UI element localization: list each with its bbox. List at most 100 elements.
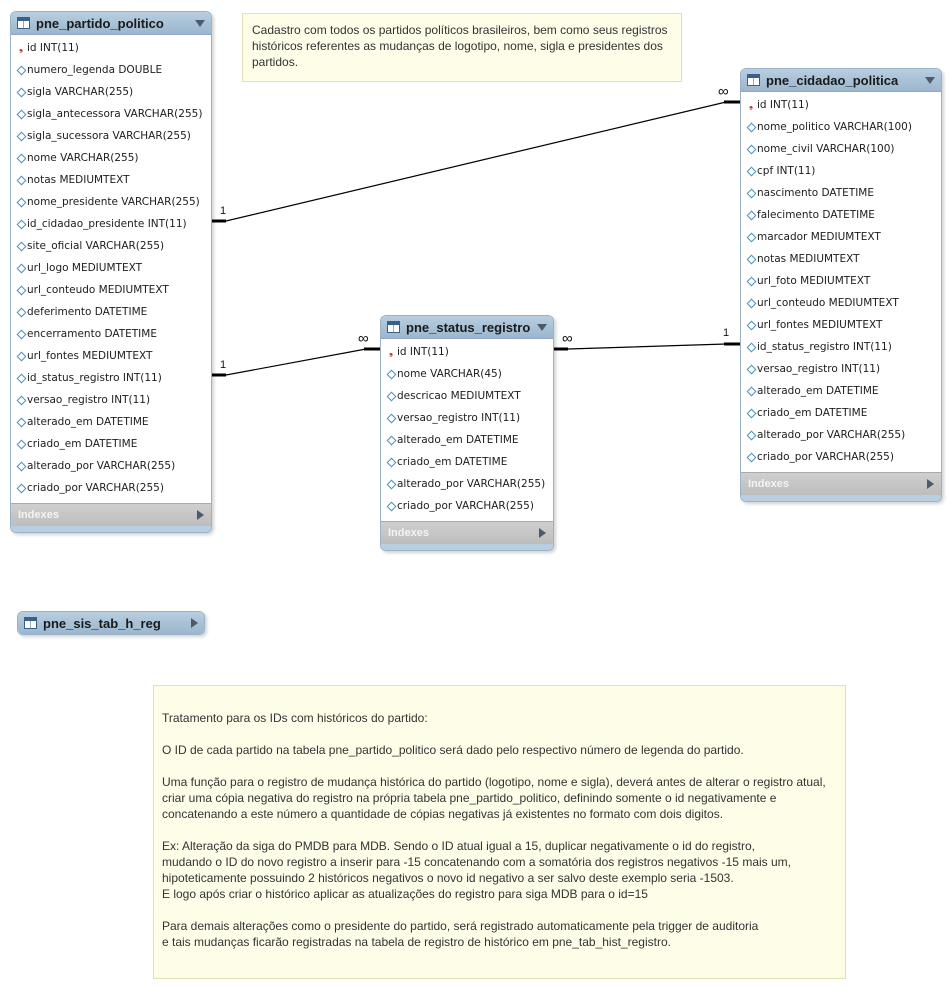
table-column[interactable]: falecimento DATETIME: [741, 204, 941, 226]
expand-arrow-icon[interactable]: [197, 510, 204, 520]
note-paragraph: Para demais alterações como o presidente…: [162, 919, 759, 949]
table-column[interactable]: url_conteudo MEDIUMTEXT: [741, 292, 941, 314]
table-column[interactable]: site_oficial VARCHAR(255): [11, 235, 211, 257]
indexes-section[interactable]: Indexes: [11, 503, 211, 526]
table-column[interactable]: alterado_em DATETIME: [381, 429, 553, 451]
collapse-arrow-icon[interactable]: [195, 19, 205, 27]
table-footer: [741, 495, 941, 501]
column-definition: alterado_em DATETIME: [757, 385, 879, 397]
table-column[interactable]: url_fontes MEDIUMTEXT: [741, 314, 941, 336]
table-header[interactable]: pne_cidadao_politica: [741, 69, 941, 92]
table-column[interactable]: encerramento DATETIME: [11, 323, 211, 345]
table-column[interactable]: id_cidadao_presidente INT(11): [11, 213, 211, 235]
collapse-arrow-icon[interactable]: [925, 76, 935, 84]
column-definition: numero_legenda DOUBLE: [27, 64, 163, 76]
column-diamond-icon: [16, 417, 26, 427]
table-column[interactable]: criado_em DATETIME: [11, 433, 211, 455]
table-column[interactable]: url_foto MEDIUMTEXT: [741, 270, 941, 292]
column-diamond-icon: [746, 386, 756, 396]
table-column[interactable]: criado_por VARCHAR(255): [741, 446, 941, 468]
column-diamond-icon: [16, 219, 26, 229]
table-column[interactable]: url_logo MEDIUMTEXT: [11, 257, 211, 279]
table-column[interactable]: alterado_por VARCHAR(255): [381, 473, 553, 495]
column-diamond-icon: [16, 263, 26, 273]
table-pne-status-registro[interactable]: pne_status_registro ❟id INT(11) nome VARC…: [380, 315, 554, 551]
table-header[interactable]: pne_sis_tab_h_reg: [18, 612, 204, 634]
column-definition: nome VARCHAR(45): [397, 368, 502, 380]
table-column[interactable]: nome VARCHAR(255): [11, 147, 211, 169]
table-header[interactable]: pne_partido_politico: [11, 12, 211, 35]
column-diamond-icon: [746, 210, 756, 220]
column-diamond-icon: [16, 483, 26, 493]
table-column[interactable]: numero_legenda DOUBLE: [11, 59, 211, 81]
table-column[interactable]: sigla_antecessora VARCHAR(255): [11, 103, 211, 125]
table-icon: [747, 74, 760, 86]
primary-key-column[interactable]: ❟id INT(11): [741, 94, 941, 116]
table-column[interactable]: criado_em DATETIME: [741, 402, 941, 424]
column-diamond-icon: [746, 232, 756, 242]
column-definition: versao_registro INT(11): [757, 363, 881, 375]
table-column[interactable]: criado_em DATETIME: [381, 451, 553, 473]
column-definition: nascimento DATETIME: [757, 187, 874, 199]
table-column[interactable]: deferimento DATETIME: [11, 301, 211, 323]
primary-key-column[interactable]: ❟id INT(11): [11, 37, 211, 59]
table-column[interactable]: nascimento DATETIME: [741, 182, 941, 204]
table-column[interactable]: url_conteudo MEDIUMTEXT: [11, 279, 211, 301]
note-top-text: Cadastro com todos os partidos políticos…: [252, 23, 668, 69]
table-column[interactable]: sigla_sucessora VARCHAR(255): [11, 125, 211, 147]
table-column[interactable]: id_status_registro INT(11): [11, 367, 211, 389]
table-pne-sis-tab-h-reg[interactable]: pne_sis_tab_h_reg: [17, 611, 205, 635]
table-column[interactable]: marcador MEDIUMTEXT: [741, 226, 941, 248]
indexes-section[interactable]: Indexes: [741, 472, 941, 495]
column-definition: id INT(11): [27, 42, 79, 54]
table-column[interactable]: nome VARCHAR(45): [381, 363, 553, 385]
indexes-section[interactable]: Indexes: [381, 521, 553, 544]
table-column[interactable]: id_status_registro INT(11): [741, 336, 941, 358]
expand-arrow-icon[interactable]: [539, 528, 546, 538]
column-diamond-icon: [16, 351, 26, 361]
note-bottom[interactable]: Tratamento para os IDs com históricos do…: [153, 685, 846, 979]
note-top[interactable]: Cadastro com todos os partidos políticos…: [242, 13, 682, 82]
table-column[interactable]: alterado_por VARCHAR(255): [741, 424, 941, 446]
column-diamond-icon: [746, 166, 756, 176]
table-column[interactable]: alterado_por VARCHAR(255): [11, 455, 211, 477]
table-column[interactable]: cpf INT(11): [741, 160, 941, 182]
table-column[interactable]: versao_registro INT(11): [741, 358, 941, 380]
table-column[interactable]: descricao MEDIUMTEXT: [381, 385, 553, 407]
expand-arrow-icon[interactable]: [927, 479, 934, 489]
primary-key-column[interactable]: ❟id INT(11): [381, 341, 553, 363]
table-column[interactable]: criado_por VARCHAR(255): [11, 477, 211, 499]
table-column[interactable]: alterado_em DATETIME: [11, 411, 211, 433]
column-definition: id INT(11): [757, 99, 809, 111]
table-pne-cidadao-politica[interactable]: pne_cidadao_politica ❟id INT(11)nome_pol…: [740, 68, 942, 502]
table-header[interactable]: pne_status_registro: [381, 316, 553, 339]
table-column[interactable]: alterado_em DATETIME: [741, 380, 941, 402]
table-column[interactable]: nome_presidente VARCHAR(255): [11, 191, 211, 213]
table-column[interactable]: nome_politico VARCHAR(100): [741, 116, 941, 138]
column-definition: url_fontes MEDIUMTEXT: [757, 319, 883, 331]
column-definition: url_conteudo MEDIUMTEXT: [27, 284, 169, 296]
indexes-label: Indexes: [748, 478, 789, 490]
column-definition: encerramento DATETIME: [27, 328, 157, 340]
table-column[interactable]: url_fontes MEDIUMTEXT: [11, 345, 211, 367]
column-diamond-icon: [386, 479, 396, 489]
table-column[interactable]: sigla VARCHAR(255): [11, 81, 211, 103]
column-definition: criado_em DATETIME: [757, 407, 868, 419]
note-paragraph: Ex: Alteração da siga do PMDB para MDB. …: [162, 839, 791, 901]
column-definition: nome VARCHAR(255): [27, 152, 139, 164]
table-column[interactable]: criado_por VARCHAR(255): [381, 495, 553, 517]
collapse-arrow-icon[interactable]: [537, 323, 547, 331]
table-column[interactable]: notas MEDIUMTEXT: [741, 248, 941, 270]
note-paragraph: Uma função para o registro de mudança hi…: [162, 775, 826, 821]
table-footer: [381, 544, 553, 550]
expand-arrow-icon[interactable]: [191, 618, 198, 628]
table-column[interactable]: versao_registro INT(11): [381, 407, 553, 429]
table-column[interactable]: nome_civil VARCHAR(100): [741, 138, 941, 160]
table-pne-partido-politico[interactable]: pne_partido_politico ❟id INT(11) numero_l…: [10, 11, 212, 533]
table-name: pne_sis_tab_h_reg: [43, 615, 161, 631]
note-paragraph: O ID de cada partido na tabela pne_parti…: [162, 743, 744, 757]
table-column[interactable]: notas MEDIUMTEXT: [11, 169, 211, 191]
table-name: pne_partido_politico: [36, 15, 164, 31]
relation-status-cidadao: [552, 343, 740, 350]
table-column[interactable]: versao_registro INT(11): [11, 389, 211, 411]
